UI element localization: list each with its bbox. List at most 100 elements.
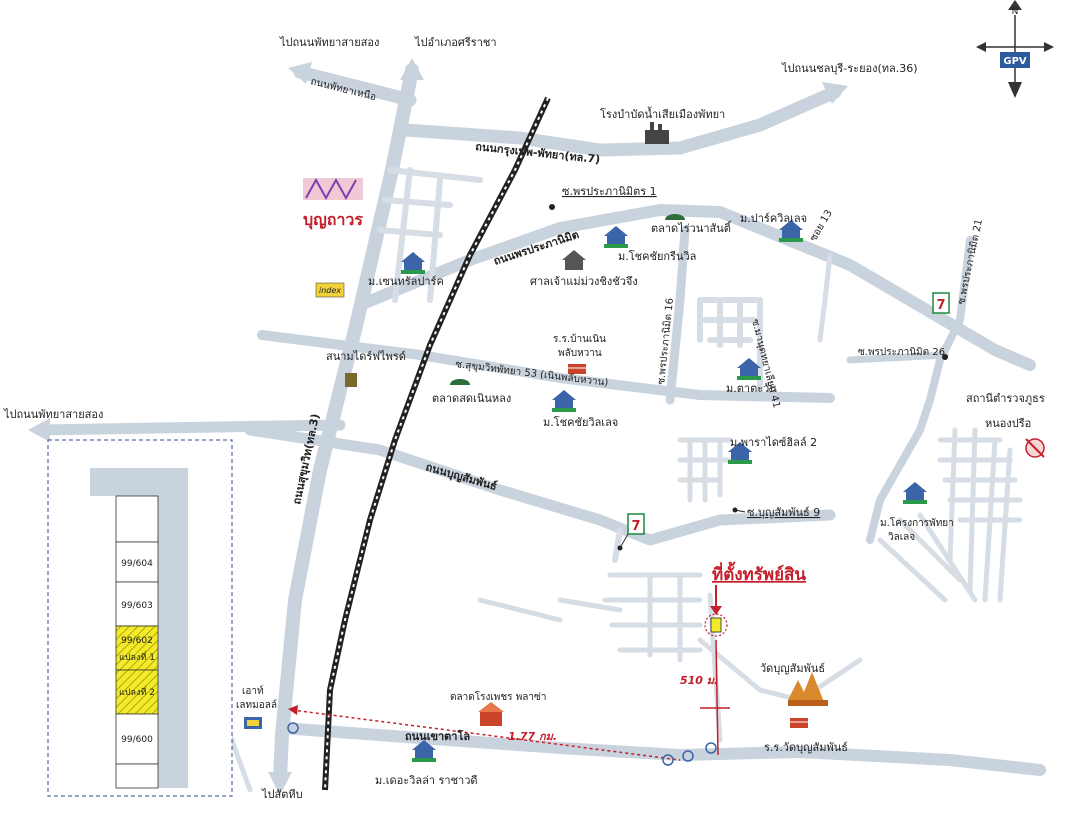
village-grid-paradise [677, 437, 733, 503]
label-to-pattaya-2-top: ไปถนนพัทยาสายสอง [279, 36, 379, 49]
label-soi-boonsamphan-9: ซ.บุญสัมพันธ์ 9 [747, 506, 820, 519]
market-icon-noen-plub [450, 379, 470, 385]
label-police-2: หนองปรือ [985, 417, 1031, 430]
label-boonsamphan-road: ถนนบุญสัมพันธ์ [424, 460, 499, 494]
house-icon-pattaya-village [903, 482, 927, 502]
soi-marker-26 [942, 354, 948, 360]
label-paradise-hill: ม.พาราไดซ์ฮิลล์ 2 [730, 436, 817, 449]
label-villa-rachawadee: ม.เดอะวิลล่า ราชาวดี [375, 774, 478, 787]
distance-route-177km [291, 709, 681, 761]
village-grid-central [377, 167, 483, 303]
school-icon-wat-boonsamphan [790, 718, 808, 728]
shrine-icon [562, 250, 586, 270]
soi-phonprapha-26 [846, 351, 949, 364]
label-noen-plub-market: ตลาดสดเนินหลง [432, 392, 511, 405]
boonthavorn-text: บุญถาวร [303, 210, 363, 230]
label-chokchai-green-ville: ม.โชคชัยกรีนวิล [618, 249, 696, 263]
house-icon-park-village [779, 220, 803, 240]
soi-marker-boonsamphan-9 [732, 507, 738, 513]
label-pattaya-village-2: วิลเลจ [888, 532, 916, 543]
sukhumvit-road [275, 63, 419, 742]
golf-drive-icon [345, 373, 357, 387]
label-chokchai-village: ม.โชคชัยวิลเลจ [543, 415, 618, 429]
house-icon-villa-rachawadee [412, 740, 436, 760]
inset-lot-label-99-603: 99/603 [121, 601, 153, 611]
boonthavorn-logo: บุญถาวร [303, 177, 363, 230]
inset-lot-label-parcel-1: แปลงที่ 1 [119, 650, 155, 663]
soi-sukhumvit-53 [257, 330, 835, 403]
compass-brand: GPV [1003, 56, 1027, 67]
label-wastewater-plant: โรงบำบัดน้ำเสียเมืองพัทยา [600, 106, 725, 121]
factory-icon [645, 122, 669, 144]
label-school-wat-boonsamphan: ร.ร.วัดบุญสัมพันธ์ [764, 741, 848, 754]
house-icon-tawan [737, 358, 761, 378]
village-grid-pattaya [877, 427, 1023, 603]
compass-north: N [1012, 7, 1019, 17]
label-dist-510: 510 ม. [680, 674, 718, 687]
label-rong-pet-plaza: ตลาดโรงเพชร พลาซ่า [450, 690, 546, 703]
market-icon-rai-wana [665, 214, 685, 220]
inset-lot-label-parcel-2: แปลงที่ 2 [119, 685, 155, 698]
label-outlet-2: เลทมอลล์ [236, 699, 277, 711]
label-khao-talo-road: ถนนเขาตาโล [405, 729, 470, 743]
label-soi-phonprapha-1: ซ.พรประภานิมิตร 1 [562, 185, 657, 198]
lot-99-603 [115, 581, 159, 627]
label-park-village: ม.ปาร์ควิลเลจ [740, 212, 807, 225]
seven-eleven-icon-north: 7 [932, 292, 950, 314]
property-marker [704, 585, 728, 637]
seven-eleven-icon-boonsamphan: 7 [617, 513, 645, 551]
label-drive-range: สนามไดร์ฟไพรด์ [326, 350, 406, 363]
village-grid-tawan [697, 297, 763, 393]
label-dist-177: 1.77 กม. [508, 730, 557, 743]
index-store-icon: index [315, 282, 345, 298]
boonsamphan-road [244, 424, 836, 546]
inset-lot-label-99-602: 99/602 [121, 636, 153, 646]
temple-icon [788, 672, 828, 706]
label-soi-13: ซอย 13 [808, 208, 835, 243]
outlet-mall-icon [244, 717, 262, 729]
plaza-icon [478, 702, 504, 726]
house-icon-central-park [401, 252, 425, 272]
khao-talo-road [276, 722, 1046, 776]
label-police-1: สถานีตำรวจภูธร [966, 392, 1045, 405]
house-icon-paradise [728, 442, 752, 462]
police-station-icon [1025, 438, 1045, 458]
label-shrine: ศาลเจ้าแม่ม่วงชิงชัวจึง [530, 275, 638, 288]
compass-rose: GPV N [976, 0, 1054, 98]
label-school-ban-noen-1: ร.ร.บ้านเนิน [553, 333, 606, 345]
railway [322, 96, 551, 791]
label-pattaya-village-1: ม.โครงการพัทยา [880, 516, 954, 529]
label-to-sattahip: ไปสัตหีบ [261, 788, 303, 801]
house-icon-chokchai-village [552, 390, 576, 410]
inset-lot-label-99-600: 99/600 [121, 735, 153, 745]
label-property-location: ที่ตั้งทรัพย์สิน [712, 561, 806, 585]
svg-text:7: 7 [936, 298, 945, 313]
svg-text:index: index [319, 286, 341, 295]
label-wat-boonsamphan: วัดบุญสัมพันธ์ [760, 662, 825, 675]
soi-phonprapha-16 [665, 225, 690, 405]
lot-parcel-2 [115, 669, 159, 715]
distance-route-510m [715, 639, 719, 756]
label-school-ban-noen-2: พลับหวาน [558, 348, 602, 359]
label-to-chonburi-rayong: ไปถนนชลบุรี-ระยอง(ทล.36) [781, 62, 918, 75]
soi-marker-1 [549, 204, 555, 210]
pattaya-nuea-road [293, 65, 417, 107]
inset-lot-plan [47, 439, 233, 797]
inset-lot-label-99-604: 99/604 [121, 559, 153, 569]
label-tawan-village: ม.ตาตะวัน [726, 382, 777, 395]
soi-phonprapha-21 [936, 236, 974, 364]
label-rai-wana-market: ตลาดไร่วนาสันติ์ [651, 220, 733, 235]
label-soi-21: ซ.พรประภานิมิต 21 [956, 218, 985, 305]
school-icon-ban-noen [568, 364, 586, 374]
label-central-park: ม.เซนทรัลปาร์ค [368, 275, 444, 288]
bangkok-pattaya-road [398, 85, 842, 157]
svg-text:7: 7 [631, 519, 640, 534]
village-grid-property [602, 572, 723, 743]
label-to-pattaya-2-left: ไปถนนพัทยาสายสอง [3, 408, 103, 421]
label-to-sriracha: ไปอำเภอศรีราชา [414, 36, 497, 49]
lot-99-602 [115, 625, 159, 671]
label-soi-26: ซ.พรประภานิมิต 26 [858, 347, 945, 358]
label-outlet-1: เอาท์ [242, 685, 264, 697]
phonprapha-road [354, 204, 1036, 371]
